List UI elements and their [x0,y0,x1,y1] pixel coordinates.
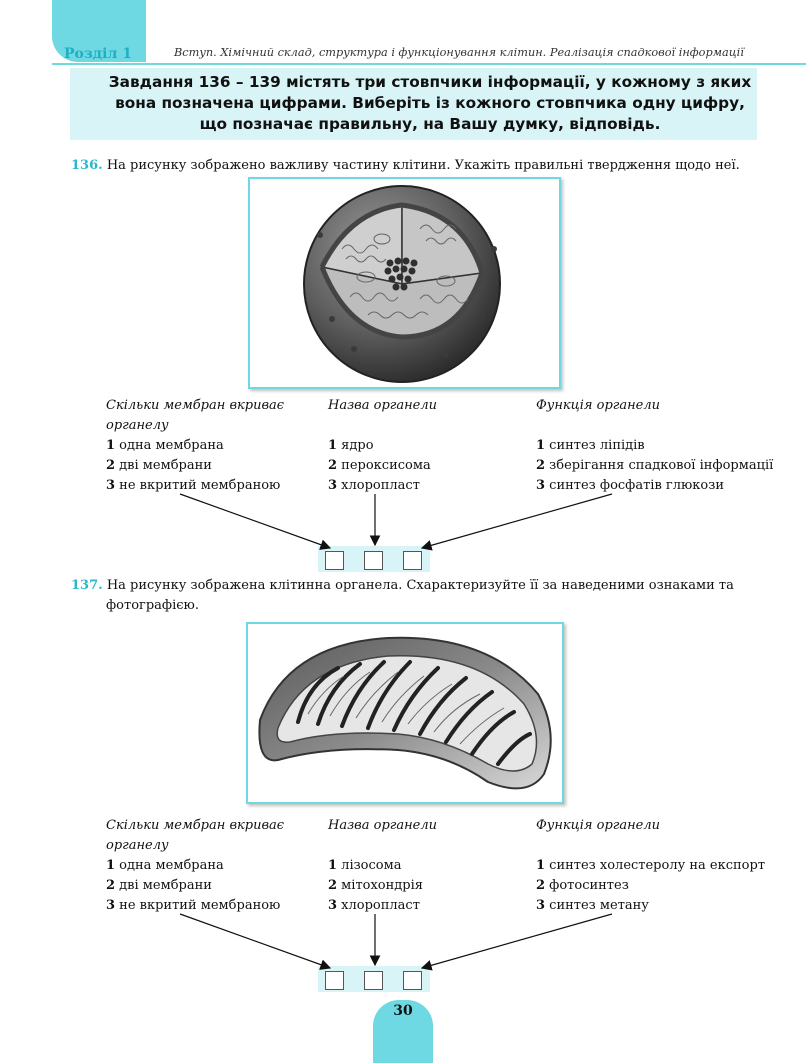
option-item: 3 хлоропласт [328,898,420,913]
column-membranes: Скільки мембран вкриває органелу 1 одна … [106,396,284,496]
question-number: 137. [71,578,103,593]
column-header: Скільки мембран вкриває [106,398,285,413]
column-organelle-name: Назва органели 1 ядро 2 пероксисома 3 хл… [328,396,437,496]
answer-box[interactable] [403,551,422,570]
instruction-line: що позначає правильну, на Вашу думку, ві… [199,115,661,133]
column-header: Скільки мембран вкриває [106,818,285,833]
option-item: 1 лізосома [328,858,402,873]
nucleus-illustration [303,185,501,383]
column-function: Функція органели 1 синтез холестеролу на… [536,816,765,916]
instruction-text: Завдання 136 – 139 містять три стовпчики… [80,72,780,135]
figure-nucleus [248,177,561,389]
option-item: 3 не вкритий мембраною [106,898,281,913]
running-head: Вступ. Хімічний склад, структура і функц… [174,46,744,59]
option-item: 1 ядро [328,438,374,453]
answer-bar-136 [318,546,430,572]
option-item: 2 дві мембрани [106,878,212,893]
question-136: 136. На рисунку зображено важливу частин… [71,156,740,176]
column-header: Функція органели [536,818,661,833]
mitochondrion-illustration [258,636,552,790]
column-membranes: Скільки мембран вкриває органелу 1 одна … [106,816,284,916]
section-label: Розділ 1 [64,46,132,62]
option-item: 2 зберігання спадкової інформації [536,458,774,473]
option-item: 2 мітохондрія [328,878,423,893]
question-number: 136. [71,158,103,173]
column-header: Функція органели [536,398,661,413]
option-item: 3 синтез метану [536,898,649,913]
answer-box[interactable] [403,971,422,990]
header-rule [52,63,806,65]
instruction-line: Завдання 136 – 139 містять три стовпчики… [108,73,752,91]
option-item: 3 синтез фосфатів глюкози [536,478,724,493]
page-number-tab [373,1000,433,1063]
option-item: 3 хлоропласт [328,478,420,493]
answer-box[interactable] [364,551,383,570]
option-item: 1 одна мембрана [106,438,224,453]
column-function: Функція органели 1 синтез ліпідів 2 збер… [536,396,773,496]
instruction-box [70,68,757,140]
option-item: 2 фотосинтез [536,878,629,893]
question-137: 137. На рисунку зображена клітинна орган… [71,576,771,616]
page-number: 30 [393,1003,413,1019]
column-organelle-name: Назва органели 1 лізосома 2 мітохондрія … [328,816,437,916]
column-header: органелу [106,418,169,433]
answer-box[interactable] [364,971,383,990]
answer-box[interactable] [325,551,344,570]
question-text: фотографією. [106,598,199,613]
question-text: На рисунку зображено важливу частину клі… [106,158,740,173]
question-text: На рисунку зображена клітинна органела. … [106,578,734,593]
option-item: 2 пероксисома [328,458,431,473]
answer-box[interactable] [325,971,344,990]
column-header: Назва органели [328,398,438,413]
column-header: органелу [106,838,169,853]
option-item: 1 синтез холестеролу на експорт [536,858,766,873]
instruction-line: вона позначена цифрами. Виберіть із кожн… [115,94,745,112]
option-item: 1 синтез ліпідів [536,438,645,453]
answer-bar-137 [318,966,430,992]
option-item: 3 не вкритий мембраною [106,478,281,493]
column-header: Назва органели [328,818,438,833]
figure-mitochondrion [246,622,564,804]
section-tab [52,0,146,62]
option-item: 2 дві мембрани [106,458,212,473]
option-item: 1 одна мембрана [106,858,224,873]
